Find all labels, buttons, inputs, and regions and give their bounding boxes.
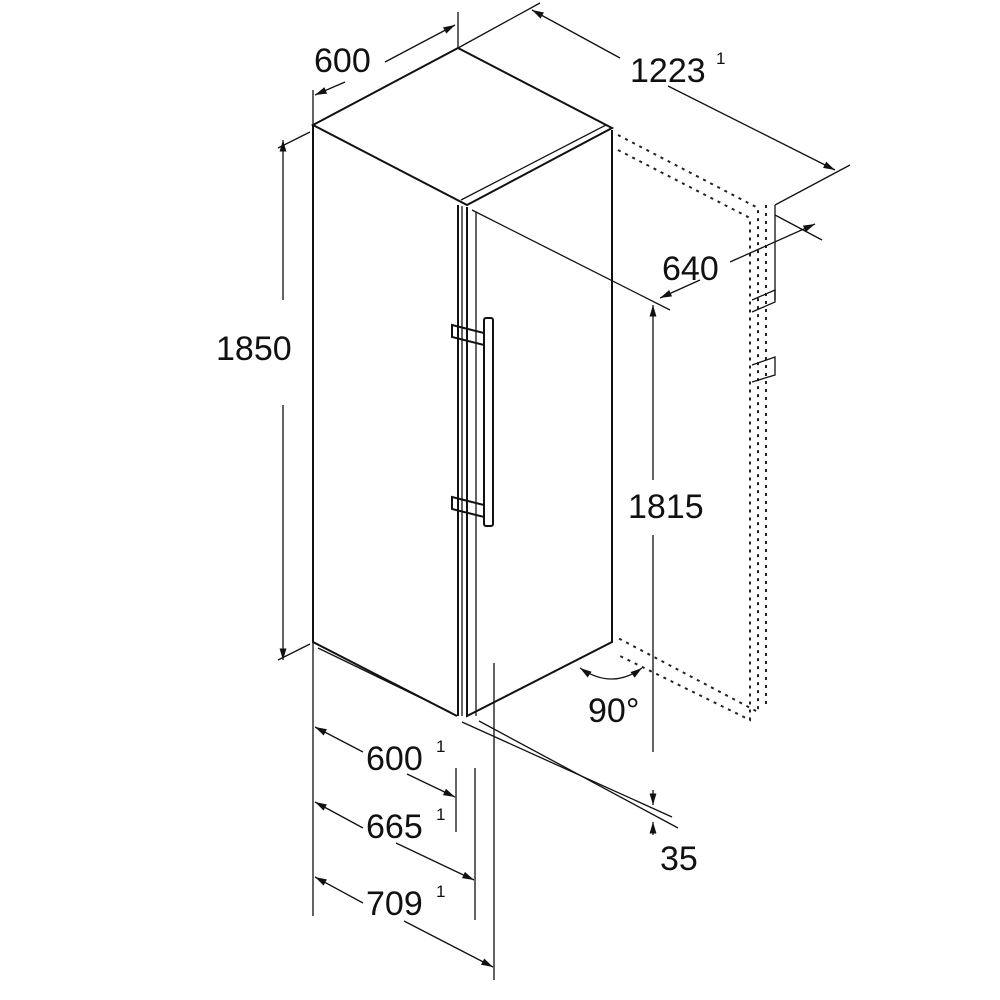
door-handle — [451, 317, 494, 527]
dim-label-640: 640 — [662, 250, 719, 288]
dim-floor-clearance: 35 — [461, 720, 698, 878]
dim-note-665: 1 — [436, 805, 445, 824]
dim-label-90: 90° — [588, 692, 639, 730]
dim-label-35: 35 — [660, 840, 698, 878]
fridge-top — [310, 46, 615, 207]
dim-label-709: 709 — [366, 885, 423, 923]
dim-door-open: 640 — [471, 209, 823, 311]
dim-label-665: 665 — [366, 808, 423, 846]
dim-height: 1850 — [216, 131, 311, 661]
dim-top-width: 600 — [312, 12, 459, 125]
dim-door-angle: 90° — [579, 667, 643, 730]
dim-label-1815: 1815 — [628, 488, 704, 526]
dim-hinge-height: 1815 — [628, 305, 704, 752]
fridge-side — [312, 125, 458, 717]
dim-label-600-top: 600 — [314, 42, 371, 80]
door-open-outline — [617, 134, 776, 722]
dim-label-600-depth: 600 — [366, 740, 423, 778]
fridge-door — [466, 130, 613, 718]
fridge-body — [310, 46, 615, 718]
dim-label-1223: 1223 — [630, 52, 706, 90]
dim-label-1850: 1850 — [216, 330, 292, 368]
dim-note-709: 1 — [436, 882, 445, 901]
dim-note-600-depth: 1 — [436, 737, 445, 756]
dim-total-depth: 1223 1 — [457, 2, 851, 300]
dim-bottom-depths: 600 1 665 1 709 1 — [312, 642, 495, 980]
dim-note-1223: 1 — [716, 49, 725, 68]
